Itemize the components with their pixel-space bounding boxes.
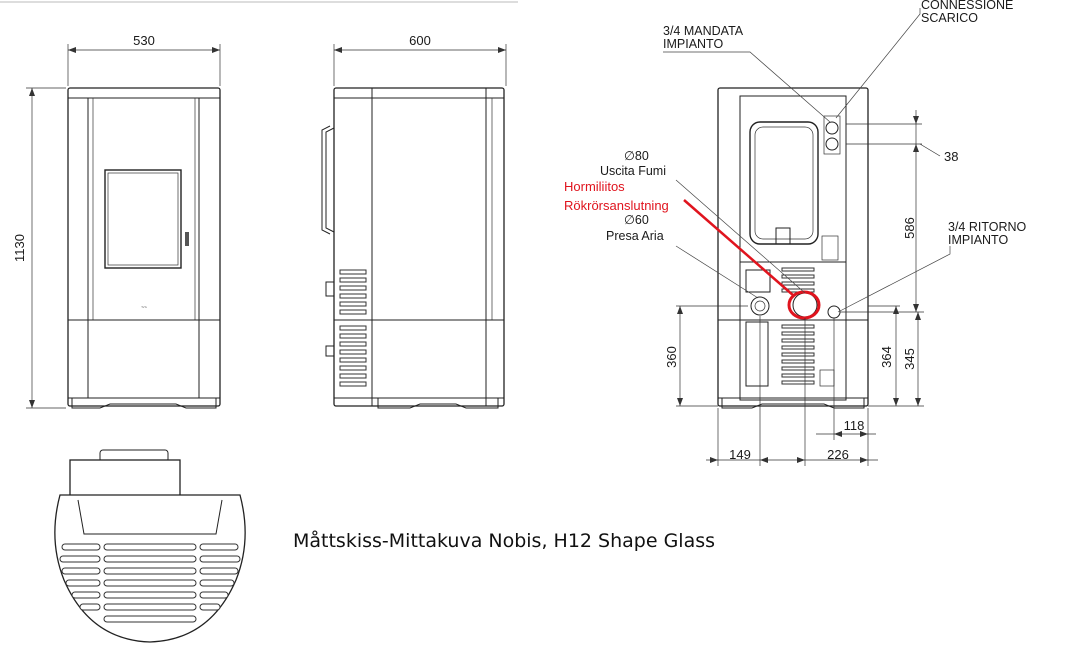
rear-vent-slots bbox=[781, 267, 815, 385]
dim-586: 586 bbox=[902, 217, 917, 239]
flue-label: Uscita Fumi bbox=[600, 164, 666, 178]
chimney-highlight-arrow bbox=[683, 199, 795, 297]
top-view bbox=[54, 449, 246, 643]
front-height-dim: 1130 bbox=[12, 234, 27, 262]
chimney-label-sv: Rökrörsanslutning bbox=[564, 198, 669, 213]
dim-149: 149 bbox=[729, 447, 751, 462]
rear-view: 38 586 364 345 360 118 bbox=[564, 0, 1027, 466]
side-view: 600 bbox=[321, 33, 507, 409]
dim-226: 226 bbox=[827, 447, 849, 462]
caption: Måttskiss-Mittakuva Nobis, H12 Shape Gla… bbox=[293, 529, 715, 552]
flow-label-line2: IMPIANTO bbox=[663, 37, 723, 51]
flue-diameter: ∅80 bbox=[624, 149, 649, 163]
chimney-label-fi: Hormiliitos bbox=[564, 179, 625, 194]
dim-345: 345 bbox=[902, 348, 917, 370]
flow-label-line1: 3/4 MANDATA bbox=[663, 24, 744, 38]
air-diameter: ∅60 bbox=[624, 213, 649, 227]
top-vent-slots bbox=[59, 543, 241, 623]
side-vent-slots bbox=[339, 269, 367, 387]
drain-label-line2: SCARICO bbox=[921, 11, 978, 25]
dim-364: 364 bbox=[879, 346, 894, 368]
drain-label-line1: CONNESSIONE bbox=[921, 0, 1013, 12]
front-view: 530 1130 ~~ bbox=[12, 33, 221, 409]
front-width-dim: 530 bbox=[133, 33, 155, 48]
air-label: Presa Aria bbox=[606, 229, 664, 243]
dim-118: 118 bbox=[844, 418, 865, 433]
side-depth-dim: 600 bbox=[409, 33, 431, 48]
return-label-line1: 3/4 RITORNO bbox=[948, 220, 1027, 234]
dim-38: 38 bbox=[944, 149, 958, 164]
dim-360: 360 bbox=[664, 346, 679, 368]
svg-text:~~: ~~ bbox=[141, 305, 147, 311]
return-label-line2: IMPIANTO bbox=[948, 233, 1008, 247]
